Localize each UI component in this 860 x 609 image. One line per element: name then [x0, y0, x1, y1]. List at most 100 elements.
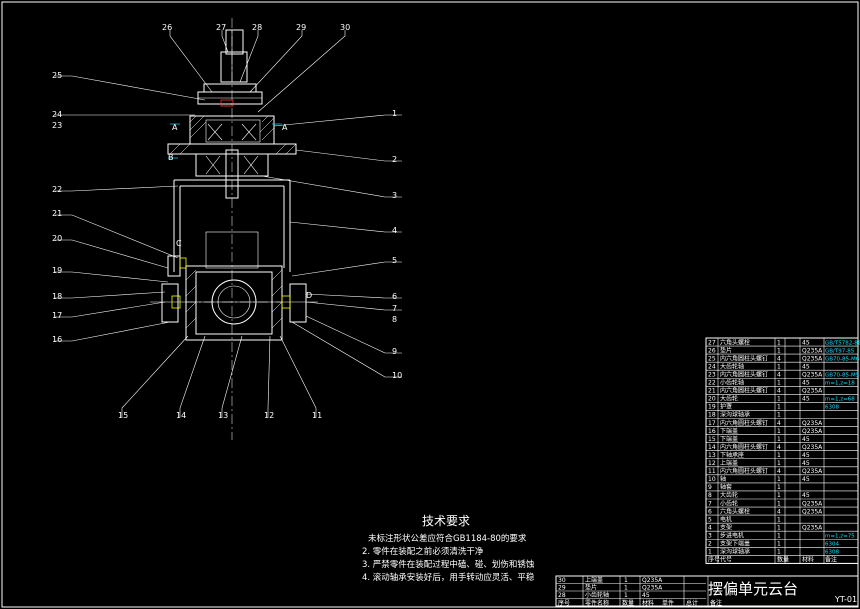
balloon-30: 30: [340, 23, 350, 32]
bom-cell-name: 垫片: [720, 346, 732, 354]
bom-cell-no: 3: [708, 532, 712, 539]
assembly-view: [150, 18, 318, 440]
balloon-12: 12: [264, 411, 274, 420]
bom-cell-qty: 1: [777, 476, 781, 483]
bom-cell-qty: 1: [777, 339, 781, 346]
bom-cell-name: 大齿轮: [720, 395, 738, 403]
title-block-cell-no: 28: [558, 592, 566, 599]
bom-cell-mat: 45: [802, 492, 810, 499]
bom-header-name: 代号: [720, 556, 732, 564]
bom-cell-qty: 1: [777, 347, 781, 354]
bom-cell-name: 下端盖: [720, 427, 738, 435]
bom-cell-name: 支架: [720, 523, 732, 531]
bom-cell-no: 8: [708, 492, 712, 499]
bom-cell-qty: 4: [777, 508, 781, 515]
title-block-footer-label: 零件名称: [585, 599, 609, 607]
bom-cell-no: 20: [708, 396, 716, 403]
bom-cell-no: 15: [708, 436, 716, 443]
bom-cell-mat: 45: [802, 460, 810, 467]
title-block-footer-label: 材料: [642, 599, 654, 607]
bom-cell-qty: 1: [777, 516, 781, 523]
title-block-footer-label: 数量: [622, 599, 634, 607]
drawing-number: YT-01: [834, 595, 857, 604]
bom-header-no: 序号: [708, 556, 720, 564]
bom-cell-mat: 45: [802, 476, 810, 483]
drawing-title: 摆偏单元云台: [708, 580, 798, 598]
bom-cell-name: 上端盖: [720, 459, 738, 467]
section-mark-c: C: [176, 239, 182, 248]
bom-cell-qty: 4: [777, 468, 781, 475]
balloon-13: 13: [218, 411, 228, 420]
bom-cell-no: 14: [708, 444, 716, 451]
title-block-footer-label: 备注: [710, 599, 722, 607]
section-mark-a-left: A: [172, 123, 178, 132]
balloon-22: 22: [52, 185, 62, 194]
bom-cell-note: 6308: [825, 405, 839, 411]
bom-cell-note: 6308: [825, 550, 839, 556]
bom-cell-qty: 1: [777, 460, 781, 467]
title-block-cell-mat: Q235A: [642, 585, 663, 592]
bom-cell-name: 大齿轮轴: [720, 362, 744, 370]
bom-cell-qty: 4: [777, 388, 781, 395]
title-block-cell-name: 上端盖: [585, 576, 603, 584]
balloon-2: 2: [392, 155, 397, 164]
bom-cell-mat: 45: [802, 452, 810, 459]
bom-cell-name: 小齿轮轴: [720, 379, 744, 387]
bom-cell-note: GB70-85-M5: [825, 372, 860, 378]
bom-cell-mat: Q235A: [802, 428, 823, 435]
bom-cell-name: 电机: [720, 515, 732, 523]
bom-header-mat: 材料: [802, 556, 814, 564]
bom-cell-name: 内六角圆柱头螺钉: [720, 370, 768, 378]
bom-cell-no: 23: [708, 371, 716, 378]
balloon-14: 14: [176, 411, 186, 420]
bom-cell-mat: 45: [802, 380, 810, 387]
balloon-28: 28: [252, 23, 262, 32]
bom-cell-name: 轴: [720, 475, 726, 483]
technical-requirements: 技术要求 未标注形状公差应符合GB1184-80的要求 2. 零件在装配之前必须…: [362, 514, 535, 583]
bill-of-materials: 27六角头螺栓145GB/T5782-86-M826垫片1Q235AGB/T97…: [705, 337, 860, 564]
bom-cell-qty: 1: [777, 500, 781, 507]
bom-cell-name: 六角头螺栓: [720, 338, 750, 346]
bom-cell-name: 内六角圆柱头螺钉: [720, 419, 768, 427]
bom-cell-mat: 45: [802, 363, 810, 370]
title-block-footer-label: 序号: [558, 599, 570, 607]
bom-cell-qty: 1: [777, 541, 781, 548]
bom-cell-name: 大齿轮: [720, 491, 738, 499]
balloon-15: 15: [118, 411, 128, 420]
bom-cell-name: 步进电机: [720, 531, 744, 539]
balloon-21: 21: [52, 209, 62, 218]
bom-header-note: 备注: [825, 556, 837, 564]
bom-cell-name: 内六角圆柱头螺钉: [720, 354, 768, 362]
bom-cell-mat: Q235A: [802, 444, 823, 451]
bom-cell-qty: 1: [777, 380, 781, 387]
title-block-cell-no: 30: [558, 577, 566, 584]
bom-cell-no: 13: [708, 452, 716, 459]
bom-cell-note: m=1,z=68: [825, 397, 855, 403]
bom-cell-qty: 1: [777, 412, 781, 419]
balloon-11: 11: [312, 411, 322, 420]
section-mark-b: B: [168, 153, 174, 162]
bom-cell-no: 12: [708, 460, 716, 467]
balloon-10: 10: [392, 371, 402, 380]
title-block-cell-name: 小齿轮轴: [585, 591, 609, 599]
balloon-26: 26: [162, 23, 172, 32]
bom-cell-qty: 1: [777, 484, 781, 491]
title-block-cell-mat: Q235A: [642, 577, 663, 584]
bom-cell-name: 六角头螺栓: [720, 507, 750, 515]
bom-cell-qty: 1: [777, 452, 781, 459]
bom-cell-no: 25: [708, 355, 716, 362]
bom-cell-qty: 1: [777, 436, 781, 443]
title-block-footer-label: 总计: [686, 599, 698, 607]
bom-cell-no: 17: [708, 420, 716, 427]
bom-cell-note: GB70-85-M6: [825, 356, 860, 362]
bom-cell-mat: Q235A: [802, 355, 823, 362]
balloon-3: 3: [392, 191, 397, 200]
bom-cell-qty: 1: [777, 404, 781, 411]
tech-req-item-1: 未标注形状公差应符合GB1184-80的要求: [368, 533, 527, 544]
title-block-cell-qty: 1: [624, 585, 628, 592]
title-block-cell-mat: 45: [642, 592, 650, 599]
balloon-labels: 25 24 23 22 21 20 19 18 17 16 15 14 13 1…: [52, 23, 402, 420]
bom-cell-name: 深沟球轴承: [720, 411, 750, 419]
bom-cell-name: 内六角圆柱头螺钉: [720, 467, 768, 475]
